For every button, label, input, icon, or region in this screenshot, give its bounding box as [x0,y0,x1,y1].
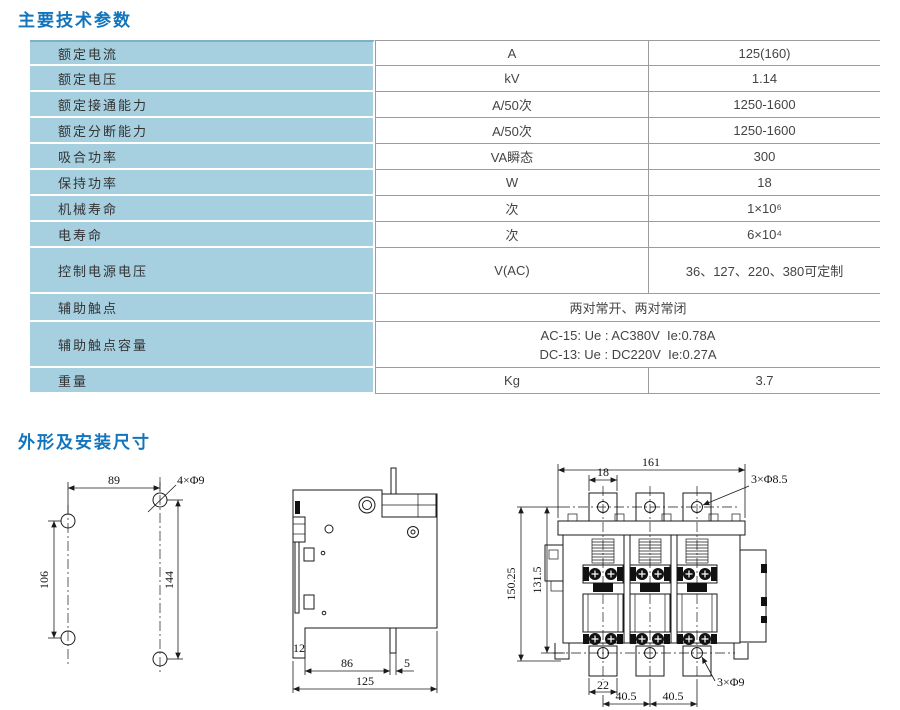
dim-150-25: 150.25 [505,568,518,601]
table-row: 额定接通能力 A/50次 1250-1600 [30,92,880,118]
param-label: 额定分断能力 [30,118,375,144]
dim-106: 106 [37,571,51,589]
holes-callout: 4×Φ9 [177,473,205,487]
param-label: 保持功率 [30,170,375,196]
front-view-drawing: 161 18 3×Φ8.5 150.25 131.5 22 40.5 40.5 … [505,455,788,707]
param-unit: kV [375,66,648,92]
table-row: 辅助触点容量 AC-15: Ue : AC380V Ie:0.78A DC-13… [30,322,880,368]
top-holes-callout: 3×Φ8.5 [751,472,788,486]
param-value: 3.7 [648,368,880,394]
param-unit: A/50次 [375,92,648,118]
side-view-drawing: 12 86 5 125 [292,467,438,693]
dim-144: 144 [162,571,176,589]
right-bracket [739,549,767,643]
param-label: 机械寿命 [30,196,375,222]
pivot-hole [358,496,376,514]
param-unit: 次 [375,222,648,248]
param-label: 辅助触点容量 [30,322,375,368]
dim-12: 12 [293,641,305,655]
param-unit: W [375,170,648,196]
param-label: 电寿命 [30,222,375,248]
pole-divider [623,534,631,644]
table-row: 机械寿命 次 1×10⁶ [30,196,880,222]
dim-22: 22 [597,678,609,692]
pole-3 [676,485,718,681]
bottom-holes-callout: 3×Φ9 [717,675,745,689]
table-row: 额定分断能力 A/50次 1250-1600 [30,118,880,144]
rail-lug [303,547,315,562]
pole-divider [670,534,678,644]
dim-131-5: 131.5 [530,567,544,594]
param-label: 额定接通能力 [30,92,375,118]
rail-lug [303,594,315,610]
dim-40-5-right: 40.5 [663,689,684,703]
screw-hole [407,526,419,538]
table-row: 重量 Kg 3.7 [30,368,880,394]
pole-2 [629,485,671,681]
table-row: 辅助触点 两对常开、两对常闭 [30,294,880,322]
param-value: 6×10⁴ [648,222,880,248]
small-hole [324,524,334,534]
param-unit: VA瞬态 [375,144,648,170]
param-value-merged: 两对常开、两对常闭 [375,294,880,322]
param-value: 1250-1600 [648,118,880,144]
dim-5: 5 [404,656,410,670]
top-bracket [381,493,437,518]
param-value: 300 [648,144,880,170]
param-label: 吸合功率 [30,144,375,170]
param-value: 1×10⁶ [648,196,880,222]
small-hole [320,550,326,556]
mounting-hole-drawing: 89 4×Φ9 106 144 [37,473,205,673]
table-row: 吸合功率 VA瞬态 300 [30,144,880,170]
left-bracket [544,544,564,582]
spec-table: 额定电流 A 125(160) 额定电压 kV 1.14 额定接通能力 A/50… [30,40,880,394]
param-value: 18 [648,170,880,196]
table-row: 电寿命 次 6×10⁴ [30,222,880,248]
dim-125: 125 [356,674,374,688]
param-value: 1250-1600 [648,92,880,118]
dim-18: 18 [597,465,609,479]
section-title-dimensions: 外形及安装尺寸 [18,433,151,452]
small-hole [321,610,327,616]
param-value: 36、127、220、380可定制 [648,248,880,294]
param-label: 额定电流 [30,40,375,66]
pole-1 [582,485,624,681]
param-unit: V(AC) [375,248,648,294]
param-label: 辅助触点 [30,294,375,322]
param-label: 额定电压 [30,66,375,92]
dim-89: 89 [108,473,120,487]
side-tab [295,501,300,514]
table-row: 控制电源电压 V(AC) 36、127、220、380可定制 [30,248,880,294]
right-foot [733,643,749,660]
dim-40-5-left: 40.5 [616,689,637,703]
section-title-parameters: 主要技术参数 [18,11,132,30]
param-value: 1.14 [648,66,880,92]
aux-capacity-line2: DC-13: Ue : DC220V Ie:0.27A [539,346,717,362]
table-row: 额定电压 kV 1.14 [30,66,880,92]
aux-capacity-line1: AC-15: Ue : AC380V Ie:0.78A [540,327,716,343]
param-unit: 次 [375,196,648,222]
dim-86: 86 [341,656,353,670]
body-outline [292,489,438,659]
rail-strip [294,541,300,614]
table-row: 额定电流 A 125(160) [30,40,880,66]
param-value: 125(160) [648,40,880,66]
param-unit: Kg [375,368,648,394]
rail-clip [292,516,306,543]
left-foot [554,643,570,660]
param-unit: A [375,40,648,66]
param-label: 重量 [30,368,375,394]
dim-161: 161 [642,455,660,469]
table-row: 保持功率 W 18 [30,170,880,196]
top-rail [557,520,746,536]
param-value-merged: AC-15: Ue : AC380V Ie:0.78A DC-13: Ue : … [375,322,880,368]
top-rod [390,467,397,495]
param-label: 控制电源电压 [30,248,375,294]
param-unit: A/50次 [375,118,648,144]
